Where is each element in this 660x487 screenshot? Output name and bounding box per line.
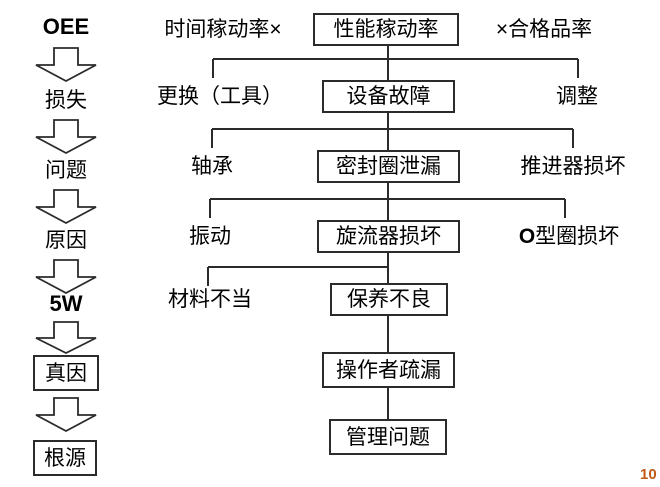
stage-label-root: 根源 — [33, 440, 97, 476]
node-operator-negligence: 操作者疏漏 — [322, 352, 455, 388]
down-block-arrow-icon-1 — [35, 47, 97, 83]
node-tool-change: 更换（工具） — [157, 84, 283, 108]
stage-label-loss: 损失 — [45, 88, 87, 112]
node-seal-ring-leak: 密封圈泄漏 — [317, 150, 460, 183]
node-performance-rate: 性能稼动率 — [313, 13, 459, 46]
down-block-arrow-icon-4 — [35, 259, 97, 295]
page-number: 10 — [640, 466, 657, 483]
down-block-arrow-icon-3 — [35, 189, 97, 225]
node-vibration: 振动 — [189, 224, 231, 248]
node-quality-rate: ×合格品率 — [495, 17, 593, 41]
stage-label-oee: OEE — [42, 14, 90, 39]
stage-label-cause: 原因 — [45, 228, 87, 252]
stage-label-problem: 问题 — [45, 158, 87, 182]
down-block-arrow-icon-2 — [35, 119, 97, 155]
node-cyclone-damage: 旋流器损坏 — [317, 220, 460, 253]
node-adjustment: 调整 — [556, 84, 598, 108]
down-block-arrow-icon-5 — [35, 321, 97, 355]
node-improper-material: 材料不当 — [168, 287, 252, 311]
node-time-availability: 时间稼动率× — [164, 17, 282, 41]
stage-label-5w: 5W — [49, 291, 83, 316]
node-propeller-damage: 推进器损坏 — [520, 154, 626, 178]
node-management-issue: 管理问题 — [329, 419, 447, 455]
down-block-arrow-icon-6 — [35, 397, 97, 433]
o-ring-bold-prefix: O — [518, 224, 536, 248]
node-o-ring-damage: O型圈损坏 — [496, 220, 642, 252]
stage-label-true-cause: 真因 — [33, 355, 99, 391]
node-bearing: 轴承 — [191, 154, 233, 178]
node-o-ring-damage-label: O型圈损坏 — [518, 224, 620, 248]
node-poor-maintenance: 保养不良 — [330, 283, 448, 316]
node-equipment-failure: 设备故障 — [322, 80, 455, 113]
